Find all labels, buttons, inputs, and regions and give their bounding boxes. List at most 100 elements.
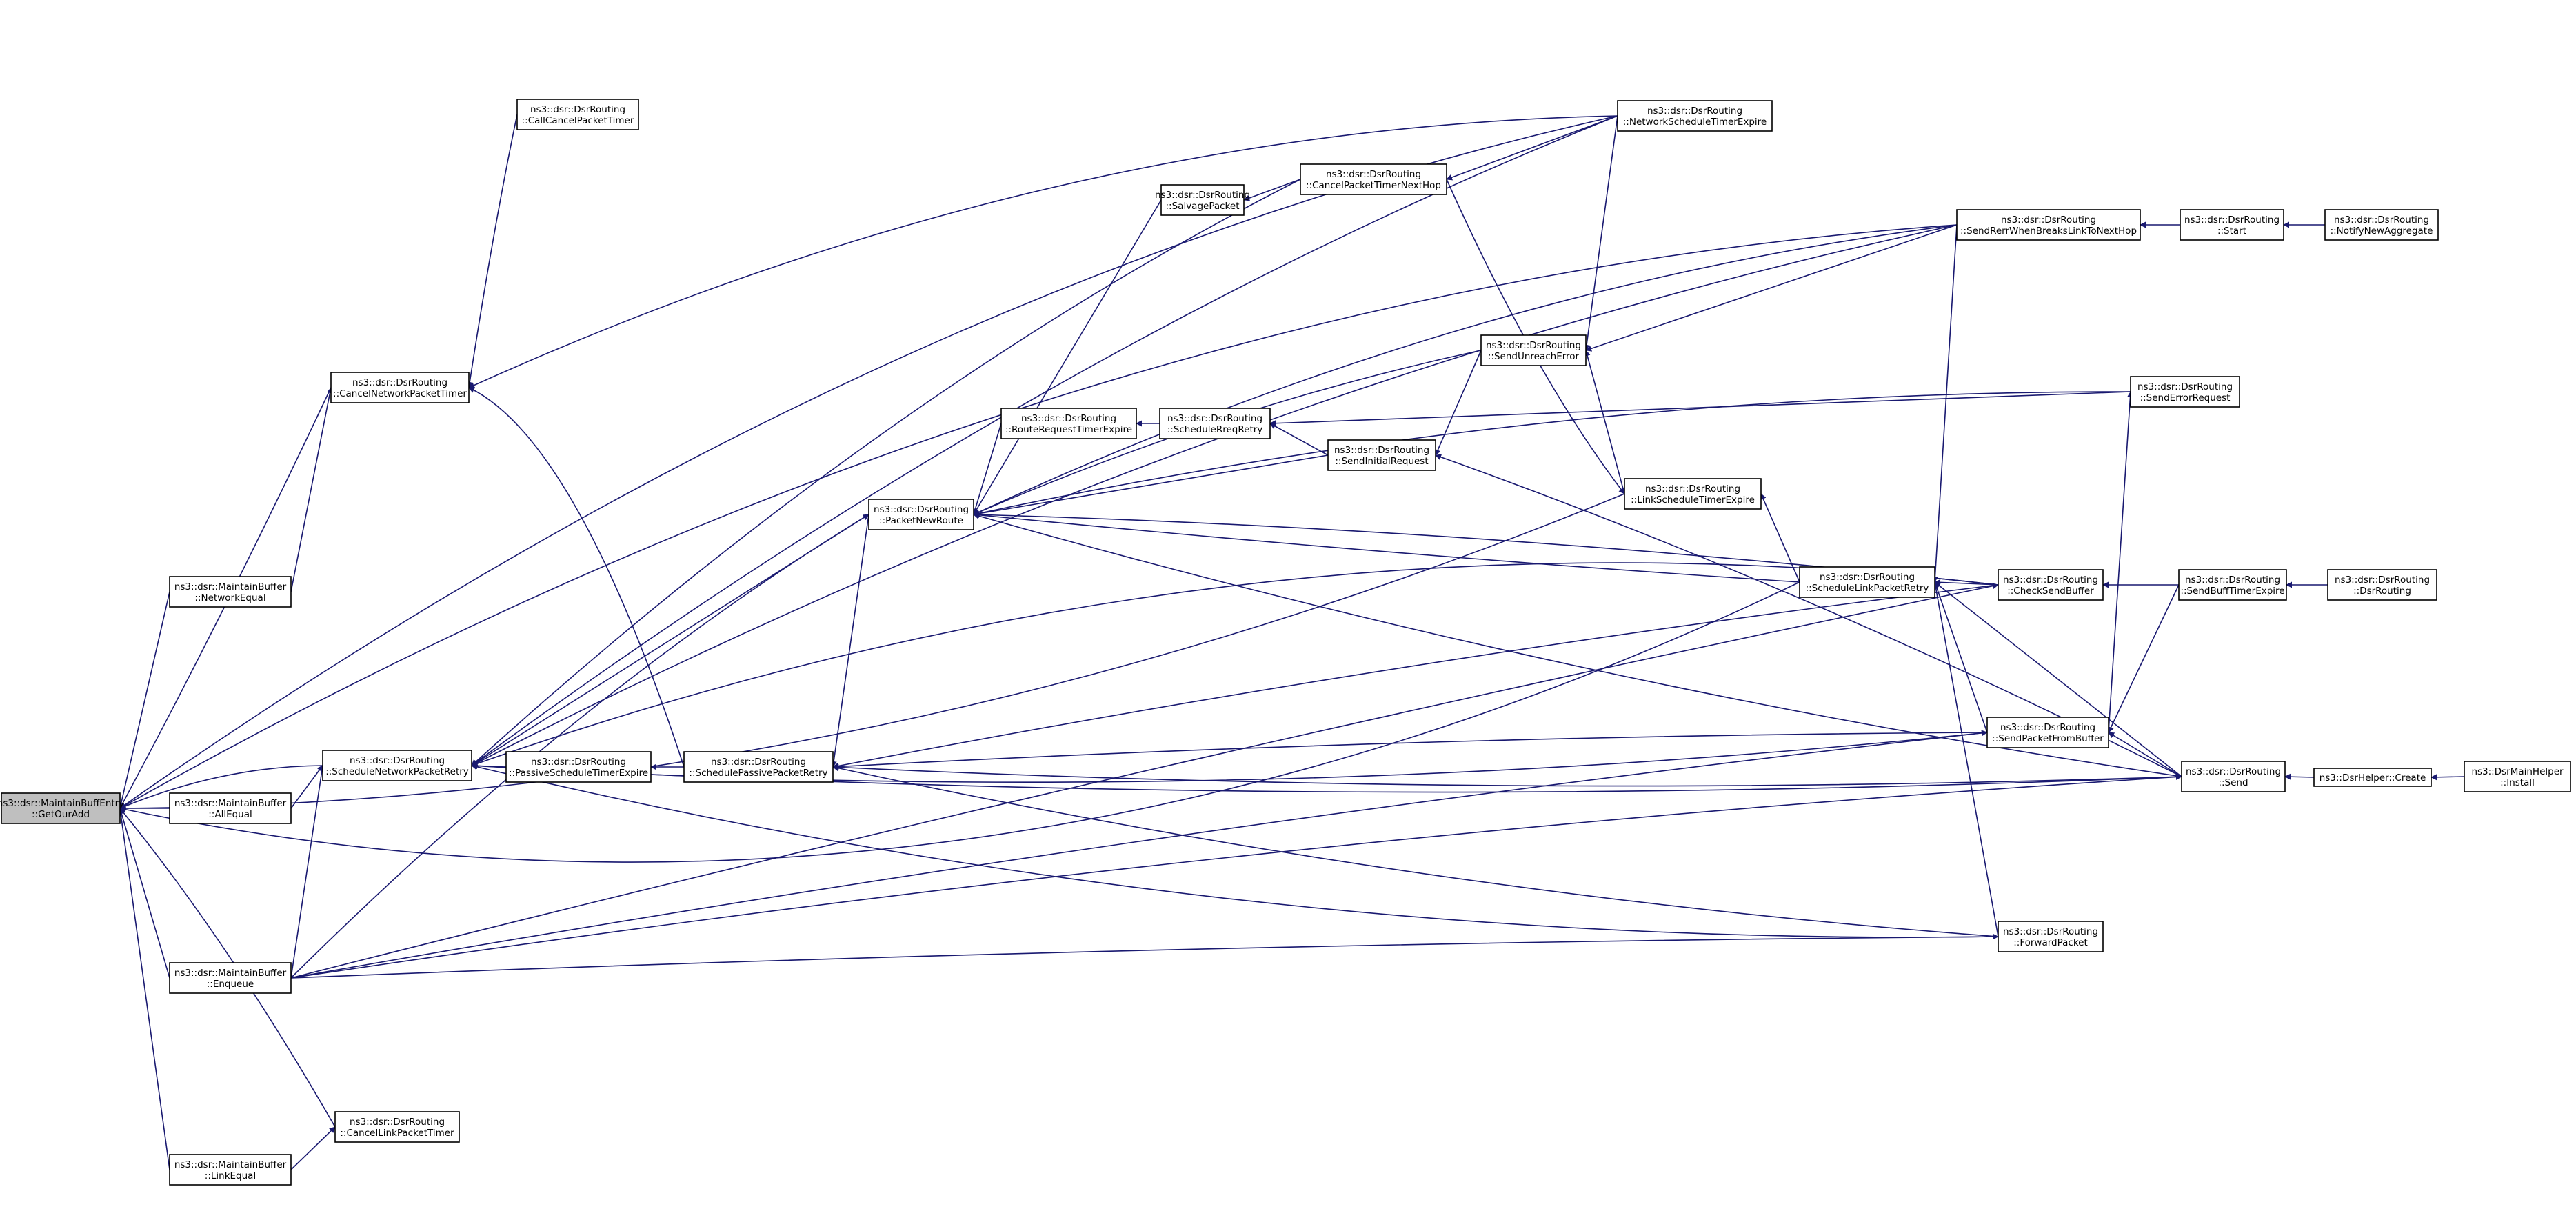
node-label-line: ::CancelNetworkPacketTimer <box>333 388 467 399</box>
edge-fwd-to-slpr <box>1932 581 1999 937</box>
call-edge <box>1932 224 1958 583</box>
edge-swbl-to-pnr <box>973 224 1958 515</box>
node-box <box>2130 376 2240 408</box>
node-sppr[interactable]: ns3::dsr::DsrRouting::SchedulePassivePac… <box>683 751 834 783</box>
call-edge <box>1932 581 1999 937</box>
node-sir[interactable]: ns3::dsr::DsrRouting::SendInitialRequest <box>1327 439 1436 471</box>
node-spfb[interactable]: ns3::dsr::DsrRouting::SendPacketFromBuff… <box>1986 717 2109 748</box>
call-edge <box>117 808 170 1170</box>
node-pste[interactable]: ns3::dsr::DsrRouting::PassiveScheduleTim… <box>505 751 652 783</box>
edge-mbenq-to-csb <box>290 583 1999 979</box>
call-edge <box>471 224 1958 766</box>
call-edge <box>290 730 1988 979</box>
call-edge <box>973 512 1800 583</box>
node-label-line: ns3::dsr::DsrRouting <box>711 757 806 768</box>
node-cnpt[interactable]: ns3::dsr::DsrRouting::CancelNetworkPacke… <box>330 372 470 403</box>
node-label-line: ns3::dsr::DsrRouting <box>2335 574 2430 586</box>
node-cptnh[interactable]: ns3::dsr::DsrRouting::CancelPacketTimerN… <box>1300 163 1447 195</box>
node-clpt[interactable]: ns3::dsr::DsrRouting::CancelLinkPacketTi… <box>334 1111 460 1143</box>
node-label-line: ns3::DsrHelper::Create <box>2320 772 2426 783</box>
node-label-line: ns3::dsr::DsrRouting <box>2003 926 2098 937</box>
node-box <box>2324 209 2439 241</box>
call-edge <box>1934 579 1999 586</box>
node-label-line: ns3::dsr::DsrRouting <box>874 504 969 515</box>
node-box <box>1617 100 1773 132</box>
node-root[interactable]: ns3::dsr::MaintainBuffEntry::GetOurAdd <box>0 792 124 824</box>
node-label-line: ::LinkEqual <box>205 1170 256 1181</box>
node-label-line: ::Enqueue <box>207 979 254 990</box>
node-label-line: ::NetworkScheduleTimerExpire <box>1623 117 1767 128</box>
node-ccpt[interactable]: ns3::dsr::DsrRouting::CallCancelPacketTi… <box>516 99 639 130</box>
node-box <box>2178 569 2287 601</box>
call-edge <box>1446 115 1618 181</box>
node-label-line: ::LinkScheduleTimerExpire <box>1631 494 1755 506</box>
edge-sbte-to-spfb <box>2108 584 2180 733</box>
edge-mbenq-to-send <box>290 774 2182 979</box>
node-box <box>868 499 974 530</box>
call-edge <box>290 583 1999 979</box>
node-layer: ns3::dsr::MaintainBuffEntry::GetOurAddns… <box>0 99 2571 1186</box>
node-lste[interactable]: ns3::dsr::DsrRouting::LinkScheduleTimerE… <box>1624 478 1762 510</box>
edge-slpr-to-pnr <box>973 512 1800 583</box>
node-label-line: ::SendPacketFromBuffer <box>1992 733 2104 744</box>
call-edge <box>1934 581 2182 777</box>
node-box <box>1159 408 1271 439</box>
edge-mble-to-root <box>117 808 170 1170</box>
node-label-line: ns3::dsr::DsrRouting <box>1820 572 1915 583</box>
node-salv[interactable]: ns3::dsr::DsrRouting::SalvagePacket <box>1155 184 1250 216</box>
node-box <box>1956 209 2141 241</box>
node-mbae[interactable]: ns3::dsr::MaintainBuffer::AllEqual <box>169 792 292 824</box>
call-edge <box>1760 493 1800 583</box>
node-mble[interactable]: ns3::dsr::MaintainBuffer::LinkEqual <box>169 1154 292 1186</box>
node-srr[interactable]: ns3::dsr::DsrRouting::ScheduleRreqRetry <box>1159 408 1271 439</box>
node-csb[interactable]: ns3::dsr::DsrRouting::CheckSendBuffer <box>1998 569 2104 601</box>
edge-mbne-to-root <box>118 591 170 809</box>
node-label-line: ::CheckSendBuffer <box>2007 586 2094 597</box>
node-box <box>1986 717 2109 748</box>
node-swbl[interactable]: ns3::dsr::DsrRouting::SendRerrWhenBreaks… <box>1956 209 2141 241</box>
edge-swbl-to-root <box>119 224 1958 809</box>
call-edge <box>118 591 170 809</box>
node-send[interactable]: ns3::dsr::DsrRouting::Send <box>2181 761 2286 792</box>
edge-spfb-to-slpr <box>1933 581 1988 733</box>
call-edge <box>832 763 2182 787</box>
node-slpr[interactable]: ns3::dsr::DsrRouting::ScheduleLinkPacket… <box>1799 566 1935 598</box>
node-ser[interactable]: ns3::dsr::DsrRouting::SendErrorRequest <box>2130 376 2240 408</box>
node-mbne[interactable]: ns3::dsr::MaintainBuffer::NetworkEqual <box>169 576 292 608</box>
node-nste[interactable]: ns3::dsr::DsrRouting::NetworkScheduleTim… <box>1617 100 1773 132</box>
edge-send-to-spfb <box>2108 732 2182 777</box>
edge-slpr-to-root <box>119 581 1800 863</box>
edge-mbne-to-cnpt <box>290 387 333 592</box>
node-snpr[interactable]: ns3::dsr::DsrRouting::ScheduleNetworkPac… <box>322 750 472 781</box>
node-label-line: ::CancelPacketTimerNextHop <box>1306 180 1441 191</box>
call-edge <box>973 391 2131 517</box>
edge-spfb-to-sppr <box>832 732 1988 770</box>
node-label-line: ns3::dsr::DsrRouting <box>1021 413 1116 424</box>
call-edge <box>471 763 1999 938</box>
call-edge <box>1269 423 1329 456</box>
node-label-line: ::Install <box>2500 777 2535 788</box>
call-edge <box>290 1126 336 1170</box>
node-start[interactable]: ns3::dsr::DsrRouting::Start <box>2180 209 2284 241</box>
node-pnr[interactable]: ns3::dsr::DsrRouting::PacketNewRoute <box>868 499 974 530</box>
call-edge <box>973 224 1958 515</box>
node-label-line: ns3::dsr::DsrRouting <box>1326 169 1421 180</box>
node-sbte[interactable]: ns3::dsr::DsrRouting::SendBuffTimerExpir… <box>2178 569 2287 601</box>
node-label-line: ns3::dsr::DsrRouting <box>1486 340 1581 351</box>
node-label-line: ns3::dsr::DsrRouting <box>2334 214 2429 226</box>
node-label-line: ::AllEqual <box>208 809 252 820</box>
edge-layer <box>117 114 2465 1170</box>
node-dmhi[interactable]: ns3::DsrMainHelper::Install <box>2464 761 2571 792</box>
node-nna[interactable]: ns3::dsr::DsrRouting::NotifyNewAggregate <box>2324 209 2439 241</box>
node-sue[interactable]: ns3::dsr::DsrRouting::SendUnreachError <box>1480 334 1587 366</box>
edge-rrte-to-pnr <box>972 423 1002 515</box>
edge-clpt-to-root <box>119 808 336 1128</box>
node-ctor[interactable]: ns3::dsr::DsrRouting::DsrRouting <box>2327 569 2437 601</box>
node-mbenq[interactable]: ns3::dsr::MaintainBuffer::Enqueue <box>169 962 292 994</box>
node-dhc[interactable]: ns3::DsrHelper::Create <box>2313 768 2432 787</box>
node-rrte[interactable]: ns3::dsr::DsrRouting::RouteRequestTimerE… <box>1000 408 1137 439</box>
node-box <box>1624 478 1762 510</box>
edge-spfb-to-ser <box>2108 391 2133 733</box>
node-fwd[interactable]: ns3::dsr::DsrRouting::ForwardPacket <box>1998 921 2104 952</box>
